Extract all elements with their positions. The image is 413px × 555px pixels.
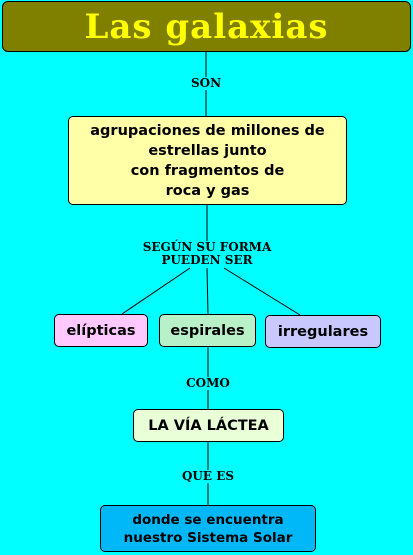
link-label-segun: SEGÚN SU FORMA PUEDEN SER: [140, 240, 274, 267]
definition-line-3: con fragmentos de: [130, 162, 285, 179]
node-elipticas-label: elípticas: [66, 322, 136, 339]
node-espirales-label: espirales: [170, 322, 245, 339]
node-definition: agrupaciones de millones de estrellas ju…: [68, 116, 347, 205]
node-espirales: espirales: [159, 314, 256, 347]
node-sistema-solar: donde se encuentra nuestro Sistema Solar: [100, 505, 316, 552]
page-title: Las galaxias: [84, 6, 329, 47]
node-via-lactea: LA VÍA LÁCTEA: [133, 409, 284, 442]
node-irregulares: irregulares: [265, 315, 381, 348]
sistema-solar-line-2: nuestro Sistema Solar: [123, 529, 293, 546]
title-box: Las galaxias: [2, 1, 411, 52]
link-label-como: COMO: [184, 376, 232, 390]
node-elipticas: elípticas: [54, 314, 148, 347]
link-label-segun-line-1: SEGÚN SU FORMA: [142, 240, 272, 254]
connector-segun-irregulares: [223, 267, 301, 316]
link-label-que-es: QUE ES: [179, 469, 237, 483]
definition-line-4: roca y gas: [165, 182, 250, 199]
connector-segun-elipticas: [121, 267, 191, 315]
sistema-solar-line-1: donde se encuentra: [132, 511, 284, 528]
connector-segun-espirales: [206, 267, 209, 315]
node-via-lactea-label: LA VÍA LÁCTEA: [148, 417, 269, 434]
link-label-segun-line-2: PUEDEN SER: [161, 253, 253, 267]
node-irregulares-label: irregulares: [277, 323, 369, 340]
definition-line-2: estrellas junto: [148, 142, 267, 159]
link-label-son: SON: [188, 76, 224, 90]
definition-line-1: agrupaciones de millones de: [90, 122, 325, 139]
